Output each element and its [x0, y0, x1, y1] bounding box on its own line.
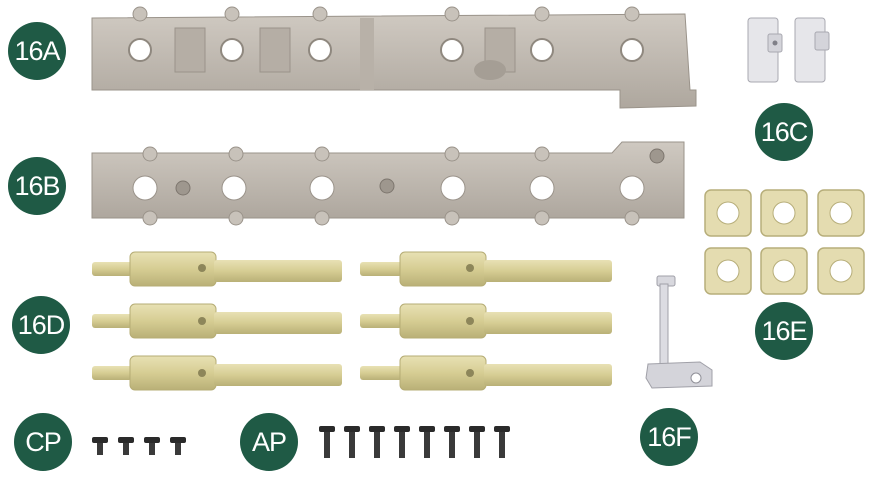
rod [360, 303, 612, 339]
rod [360, 251, 612, 287]
label-16c: 16C [755, 103, 813, 161]
label-cp: CP [14, 413, 72, 471]
screw [344, 426, 360, 458]
screw [394, 426, 410, 458]
rod [92, 251, 342, 287]
part-16a [91, 6, 697, 109]
rod [360, 355, 612, 391]
screw [419, 426, 435, 458]
label-16f: 16F [640, 408, 698, 466]
part-16b [91, 141, 685, 226]
label-16a: 16A [8, 22, 66, 80]
label-16e: 16E [755, 302, 813, 360]
rod [92, 303, 342, 339]
screw [369, 426, 385, 458]
part-16c [747, 17, 830, 83]
screw [170, 437, 186, 455]
label-16d: 16D [12, 296, 70, 354]
screw [118, 437, 134, 455]
cp-screws [92, 437, 186, 455]
screw [444, 426, 460, 458]
screw [144, 437, 160, 455]
ap-screws [319, 426, 510, 458]
part-16e [704, 189, 865, 295]
screw [92, 437, 108, 455]
screw [469, 426, 485, 458]
part-16f [645, 275, 713, 389]
label-ap: AP [240, 413, 298, 471]
rod [92, 355, 342, 391]
screw [494, 426, 510, 458]
label-16b: 16B [8, 157, 66, 215]
part-16d [92, 251, 612, 391]
screw [319, 426, 335, 458]
